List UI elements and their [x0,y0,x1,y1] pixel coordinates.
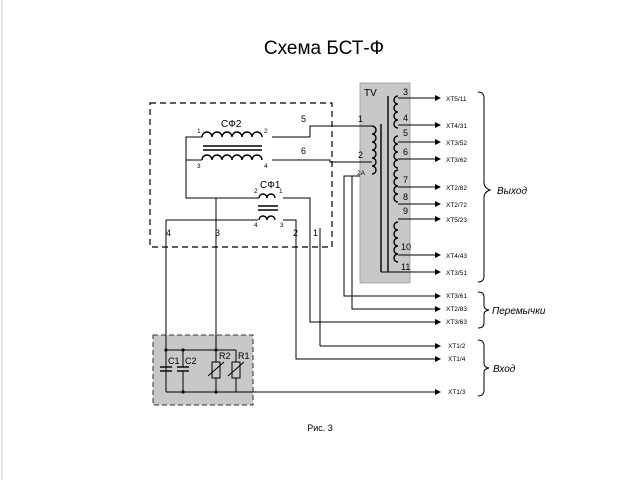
primary-tap-2a: 2A [357,170,366,177]
sf2-pin-1: 1 [197,128,201,135]
terminal-xt2-82: XT2/82 [446,185,467,192]
terminal-xt4-43: XT4/43 [446,253,467,260]
input-terminals: XT1/2 XT1/4 XT1/3 [448,343,466,396]
transformer-primary-coil [371,124,382,272]
sf2-pin-4: 4 [264,163,268,170]
transformer-secondary-coils [387,95,399,272]
block-pin-3: 3 [215,228,220,238]
filter-block [149,102,333,248]
sf2-pin-3: 3 [197,163,201,170]
terminal-xt3-51: XT3/51 [446,270,467,277]
tap-label-8: 8 [403,192,408,202]
sf1-label: СФ1 [260,180,281,191]
transformer-tap-labels: 3 4 5 6 7 8 9 10 11 1 2 2A [357,87,411,272]
component-c1: C1 [168,356,180,366]
group-jumpers-label: Перемычки [492,306,546,317]
tap-label-9: 9 [403,206,408,216]
sf2-pin-2: 2 [264,128,268,135]
terminal-xt1-3: XT1/3 [448,389,466,396]
block-pin-6: 6 [301,146,306,156]
terminal-xt3-63: XT3/63 [446,319,467,326]
terminal-xt3-61: XT3/61 [446,293,467,300]
primary-tap-2: 2 [358,150,363,160]
group-input-label: Вход [493,364,516,375]
block-pin-1: 1 [313,228,318,238]
transformer-block [359,82,411,284]
output-leads [381,95,441,275]
component-r2: R2 [219,351,231,361]
terminal-xt5-11: XT5/11 [446,96,467,103]
terminal-xt2-83: XT2/83 [446,306,467,313]
sf1-pin-4: 4 [254,222,258,229]
sf1-pin-2: 2 [254,188,258,195]
sf2-filter: СФ2 1 2 3 4 [197,119,268,170]
figure-caption: Рис. 3 [307,423,333,433]
sf2-label: СФ2 [221,119,242,130]
terminal-xt3-52: XT3/52 [446,140,467,147]
output-terminals: XT5/11 XT4/31 XT3/52 XT3/62 XT2/82 XT2/7… [446,96,467,277]
tap-label-7: 7 [403,175,408,185]
component-r1: R1 [238,351,250,361]
tap-label-3: 3 [403,87,408,97]
block-pin-4: 4 [166,228,171,238]
terminal-xt4-31: XT4/31 [446,123,467,130]
block-pin-labels: 5 6 4 3 2 1 [166,114,318,238]
tap-label-4: 4 [403,113,408,123]
terminal-xt1-2: XT1/2 [448,343,466,350]
terminal-xt1-4: XT1/4 [448,356,466,363]
sf1-pin-3: 3 [280,222,284,229]
terminal-xt3-62: XT3/62 [446,157,467,164]
diagram-title: Схема БСТ-Ф [264,38,384,59]
sf1-pin-1: 1 [279,188,283,195]
terminal-xt5-23: XT5/23 [446,217,467,224]
transformer-label: TV [364,88,377,99]
component-block [152,334,254,406]
component-network [160,348,245,394]
group-braces [477,91,492,397]
sf1-filter: СФ1 2 1 4 3 [254,180,284,229]
primary-tap-1: 1 [358,114,363,124]
jumper-terminals: XT3/61 XT2/83 XT3/63 [446,293,467,326]
block-pin-5: 5 [301,114,306,124]
tap-label-11: 11 [401,262,410,272]
tap-label-5: 5 [403,128,408,138]
component-c2: C2 [185,356,197,366]
tap-label-6: 6 [403,147,408,157]
group-output-label: Выход [497,186,527,197]
terminal-xt2-72: XT2/72 [446,202,467,209]
tap-label-10: 10 [401,242,411,252]
